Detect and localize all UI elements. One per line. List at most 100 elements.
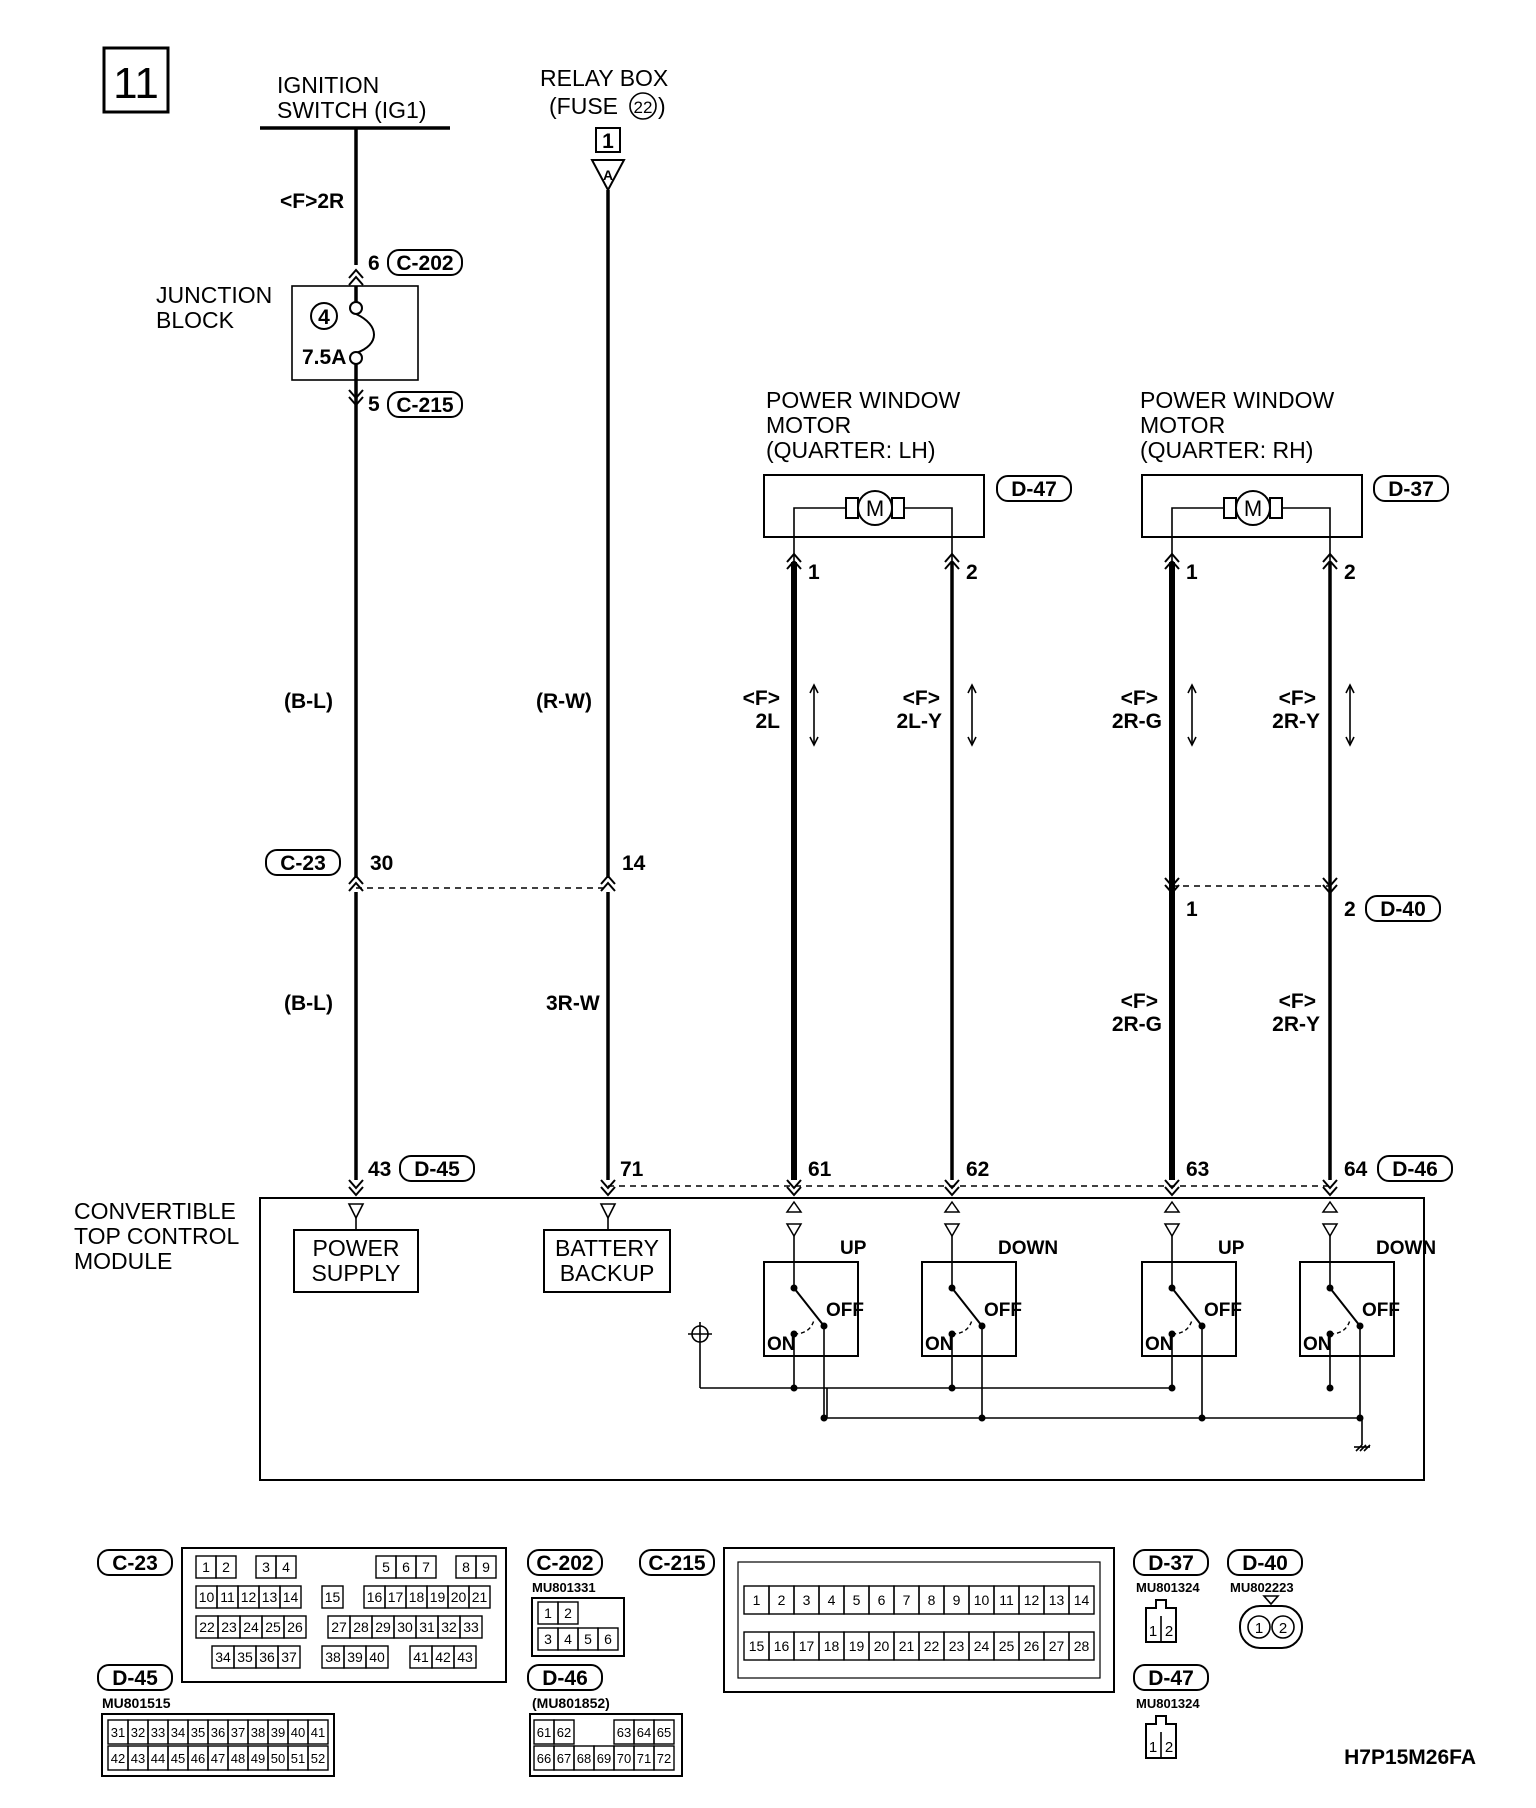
- cv-d40-name: D-40: [1242, 1552, 1288, 1575]
- cv-d46-body: [529, 1713, 683, 1777]
- cv-c215-name: C-215: [648, 1552, 706, 1575]
- connector-pin: 40: [291, 1725, 305, 1740]
- connector-tag-d46: [1377, 1155, 1453, 1182]
- connector-pin: 38: [325, 1649, 341, 1665]
- connector-pin: 5: [584, 1631, 592, 1647]
- relay-switch-label: UP: [840, 1238, 867, 1259]
- connector-tag-d45: [399, 1155, 475, 1182]
- jb-pin-out: 5: [368, 393, 380, 416]
- connector-pin: 31: [111, 1725, 125, 1740]
- connector-pin: 33: [463, 1619, 479, 1635]
- connector-pin: 46: [191, 1751, 205, 1766]
- module-pin-64: 64: [1344, 1158, 1368, 1181]
- lh2-color-line2: 2L-Y: [896, 710, 942, 733]
- connector-pin: 41: [311, 1725, 325, 1740]
- relay-switch-on: ON: [767, 1334, 796, 1355]
- cv-c23-body: [181, 1547, 507, 1683]
- ground-symbol: [1354, 1444, 1371, 1452]
- connector-pin: 2: [778, 1592, 786, 1608]
- rh2-color-low-line1: <F>: [1279, 990, 1316, 1013]
- connector-pin: 33: [151, 1725, 165, 1740]
- cv-d46-tag: [527, 1664, 603, 1691]
- rh1-color-low-line2: 2R-G: [1112, 1013, 1162, 1036]
- connector-pin: 6: [878, 1592, 886, 1608]
- cv-d47-tag: [1133, 1664, 1209, 1691]
- connector-pin: 5: [382, 1559, 390, 1575]
- connector-pin: 1: [544, 1605, 552, 1621]
- fuse-element: [355, 313, 375, 354]
- connector-pin: 10: [199, 1589, 215, 1605]
- relay-wire-color-low: 3R-W: [546, 992, 600, 1015]
- connector-pin: 40: [369, 1649, 385, 1665]
- motor-rh-title-line1: POWER WINDOW: [1140, 387, 1334, 413]
- connector-tag-c215-label: C-215: [396, 394, 454, 417]
- connector-pin: 2: [564, 1605, 572, 1621]
- power-terminal-symbol: [691, 1325, 709, 1343]
- relay-switch-box: [1141, 1261, 1237, 1357]
- connector-pin: 67: [557, 1751, 571, 1766]
- ign-wire-color-mid: (B-L): [284, 690, 333, 713]
- connector-tag-d40-label: D-40: [1380, 898, 1426, 921]
- connector-tag-c23: [265, 849, 341, 876]
- connector-pin: 71: [637, 1751, 651, 1766]
- connector-pin: 23: [949, 1638, 965, 1654]
- connector-pin: 43: [131, 1751, 145, 1766]
- motor-lh-pin2-terminal: [944, 552, 960, 570]
- cv-d47-name: D-47: [1148, 1667, 1194, 1690]
- connector-tag-c23-label: C-23: [280, 852, 326, 875]
- motor-lh-pin1-terminal: [786, 552, 802, 570]
- current-direction-arrows: [809, 683, 1355, 747]
- connector-pin: 3: [262, 1559, 270, 1575]
- lh2-color-line1: <F>: [903, 687, 940, 710]
- connector-pin: 2: [222, 1559, 230, 1575]
- fuse-terminal-top: [349, 301, 363, 315]
- connector-pin: 21: [472, 1589, 488, 1605]
- lh1-color-line1: <F>: [743, 687, 780, 710]
- connector-pin: 20: [874, 1638, 890, 1654]
- power-supply-label-line1: POWER: [313, 1235, 400, 1261]
- cv-d37-pin1: 1: [1149, 1623, 1157, 1640]
- module-pin-62: 62: [966, 1158, 989, 1181]
- connector-pin: 39: [271, 1725, 285, 1740]
- module-pin-61: 61: [808, 1158, 832, 1181]
- cv-d45-tag: [97, 1664, 173, 1691]
- lh1-color-line2: 2L: [755, 710, 780, 733]
- cv-c215-body: [723, 1547, 1115, 1693]
- connector-pin: 6: [402, 1559, 410, 1575]
- relay-box-label-line1: RELAY BOX: [540, 65, 668, 91]
- relay-fuse-number-circle: [629, 92, 657, 120]
- connector-pin: 19: [849, 1638, 865, 1654]
- cv-d47-pin2: 2: [1165, 1739, 1173, 1756]
- relay-switch-label: DOWN: [998, 1238, 1058, 1259]
- cv-c202-part: MU801331: [532, 1580, 596, 1595]
- motor-lh-pin1: 1: [808, 561, 820, 584]
- connector-pin: 17: [799, 1638, 815, 1654]
- connector-pin: 5: [853, 1592, 861, 1608]
- power-supply-label-line2: SUPPLY: [311, 1260, 400, 1286]
- connector-tag-c202: [387, 249, 463, 276]
- connector-pin: 26: [1024, 1638, 1040, 1654]
- cv-d40-body: [1239, 1605, 1303, 1649]
- connector-pin: 69: [597, 1751, 611, 1766]
- d40-pin1: 1: [1186, 898, 1198, 921]
- connector-tag-c202-label: C-202: [396, 252, 453, 275]
- module-box: [259, 1197, 1425, 1481]
- connector-pin: 51: [291, 1751, 305, 1766]
- connector-pin: 4: [564, 1631, 572, 1647]
- cv-d47-pin1: 1: [1149, 1739, 1157, 1756]
- connector-pin: 70: [617, 1751, 631, 1766]
- cv-d47-part: MU801324: [1136, 1696, 1200, 1711]
- connector-pin: 32: [131, 1725, 145, 1740]
- connector-pin: 62: [557, 1725, 571, 1740]
- connector-pin: 39: [347, 1649, 363, 1665]
- motor-rh-pin2-terminal: [1322, 552, 1338, 570]
- connector-pin: 17: [388, 1589, 404, 1605]
- rh2-color-line1: <F>: [1279, 687, 1316, 710]
- relay-switch-label: UP: [1218, 1238, 1245, 1259]
- battery-backup-label-line1: BATTERY: [555, 1235, 659, 1261]
- connector-pin: 34: [171, 1725, 185, 1740]
- cv-d40-pin1: 1: [1255, 1620, 1263, 1637]
- connector-pin: 65: [657, 1725, 671, 1740]
